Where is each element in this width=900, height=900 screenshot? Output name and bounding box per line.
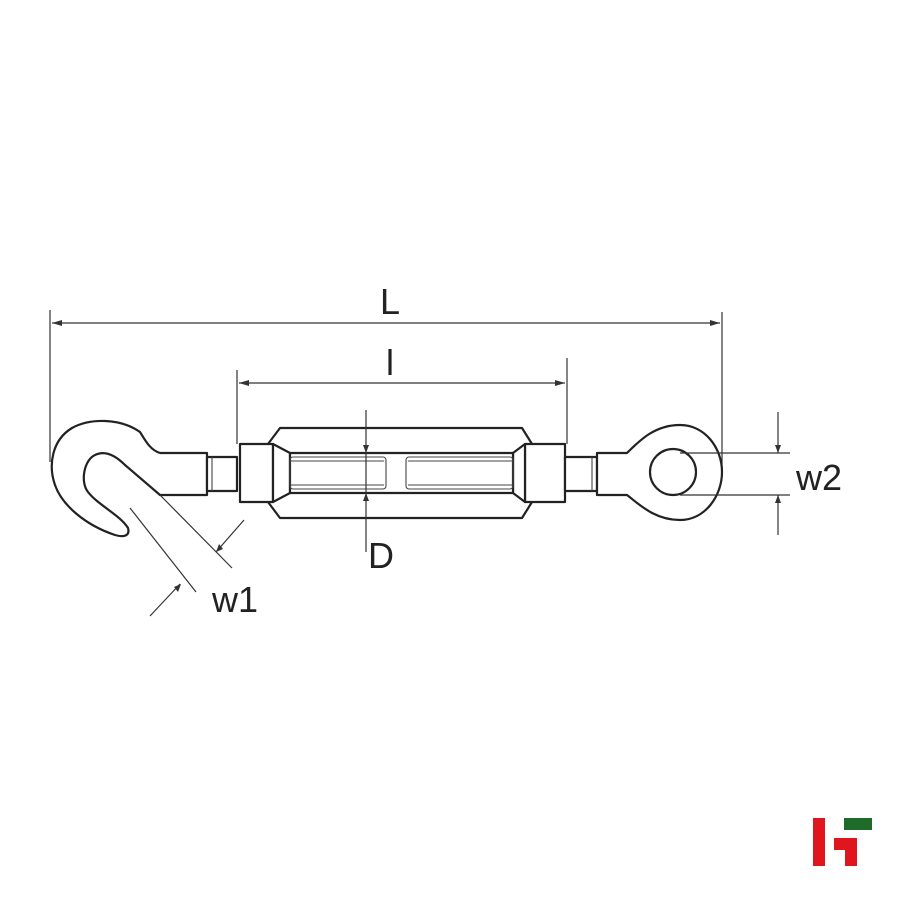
label-w2: w2 xyxy=(795,457,842,498)
dimension-w2 xyxy=(680,412,790,535)
label-L: L xyxy=(380,281,400,322)
dimension-L xyxy=(49,310,723,470)
dimension-w1 xyxy=(129,494,245,617)
label-w1: w1 xyxy=(211,579,258,620)
dimension-l xyxy=(236,358,568,444)
label-D: D xyxy=(368,535,394,576)
label-l: l xyxy=(386,342,394,383)
brand-logo xyxy=(813,818,872,866)
hook-end xyxy=(50,419,239,538)
dimension-D xyxy=(363,410,369,552)
turnbuckle-body xyxy=(238,426,567,520)
eye-end xyxy=(563,423,724,522)
